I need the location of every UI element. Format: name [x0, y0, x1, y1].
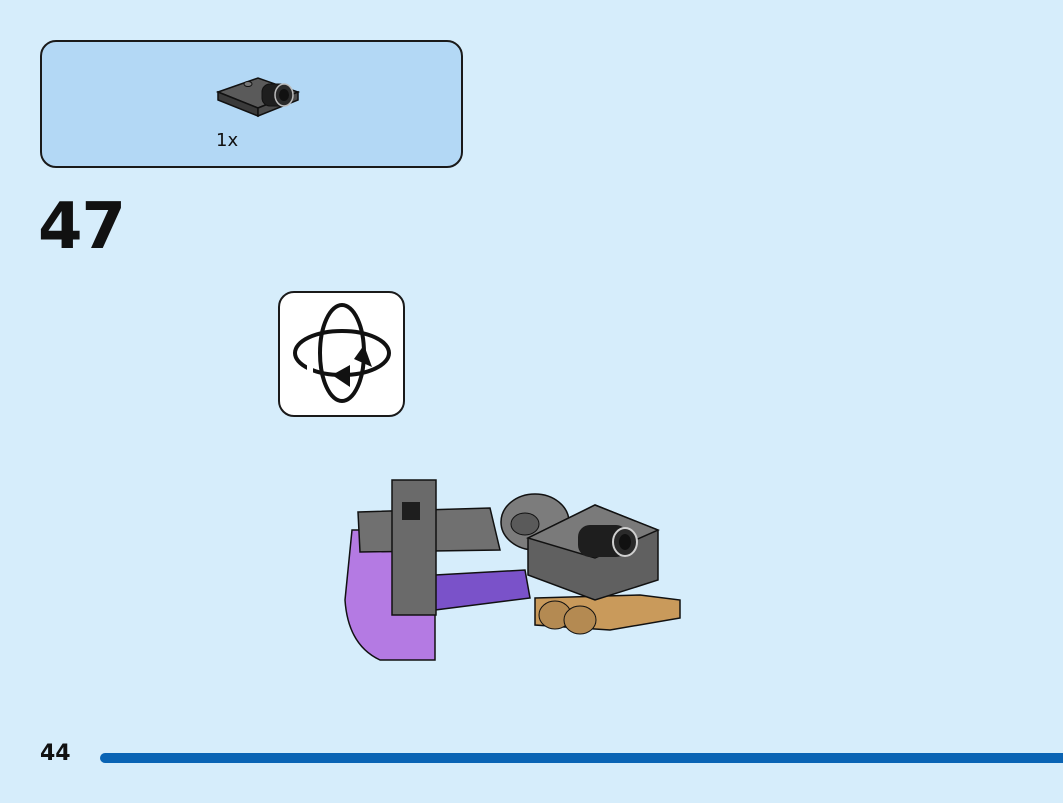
page-number: 44 — [40, 741, 71, 766]
progress-bar — [100, 753, 1063, 763]
dark-gray-plate-with-black-clip-icon — [215, 77, 301, 118]
parts-callout: 1x — [40, 40, 463, 168]
rotate-indicator — [278, 291, 405, 417]
step-number: 47 — [38, 190, 126, 264]
rotate-model-icon — [293, 303, 391, 403]
part-quantity: 1x — [216, 130, 239, 151]
build-assembly-illustration — [344, 479, 681, 661]
